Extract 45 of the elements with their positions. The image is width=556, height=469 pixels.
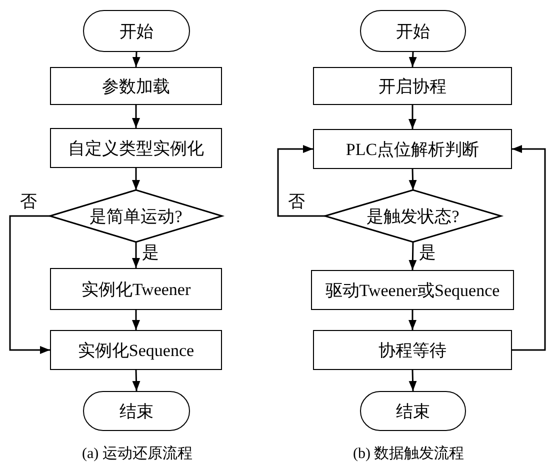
process-box (50, 128, 222, 168)
node-text: 结束 (396, 402, 430, 420)
caption: (b) 数据触发流程 (353, 447, 464, 462)
arrow (408, 310, 416, 330)
arrow (408, 105, 416, 129)
process-box (313, 67, 512, 105)
arrow (132, 105, 140, 128)
node-text: 开始 (120, 22, 154, 40)
node-text: 实例化Sequence (78, 342, 194, 358)
node-text: 自定义类型实例化 (68, 140, 204, 156)
node-text: 驱动Tweener或Sequence (325, 282, 500, 298)
arrow (408, 242, 417, 270)
arrow (9, 215, 50, 354)
arrow (408, 370, 417, 392)
arrow (132, 370, 140, 392)
arrow (132, 52, 140, 68)
process-box (50, 268, 222, 310)
arrow (132, 310, 140, 330)
node-text: 实例化Tweener (81, 280, 191, 298)
process-box (50, 67, 222, 105)
decision-diamond (322, 189, 504, 243)
node-text: 开启协程 (378, 78, 446, 94)
arrow (512, 145, 546, 351)
arrow (408, 168, 417, 190)
arrow (277, 145, 325, 217)
node-text: 参数加载 (102, 78, 170, 94)
node-text: 结束 (120, 402, 154, 420)
process-box (50, 330, 222, 370)
caption: (a) 运动还原流程 (82, 447, 192, 462)
node-text: 是简单运动? (90, 208, 182, 224)
edge-label: 否 (288, 193, 305, 210)
arrow (132, 168, 140, 190)
edge-label: 是 (142, 244, 159, 261)
arrow (132, 242, 140, 268)
process-box (313, 129, 512, 169)
process-box (313, 330, 512, 370)
process-box (311, 270, 514, 310)
edge-label: 是 (419, 244, 436, 261)
arrow (408, 52, 417, 68)
node-text: PLC点位解析判断 (346, 140, 480, 158)
decision-diamond (47, 189, 225, 243)
node-text: 协程等待 (378, 342, 446, 358)
node-text: 开始 (396, 22, 430, 40)
edge-label: 否 (20, 193, 37, 210)
node-text: 是触发状态? (366, 208, 460, 224)
